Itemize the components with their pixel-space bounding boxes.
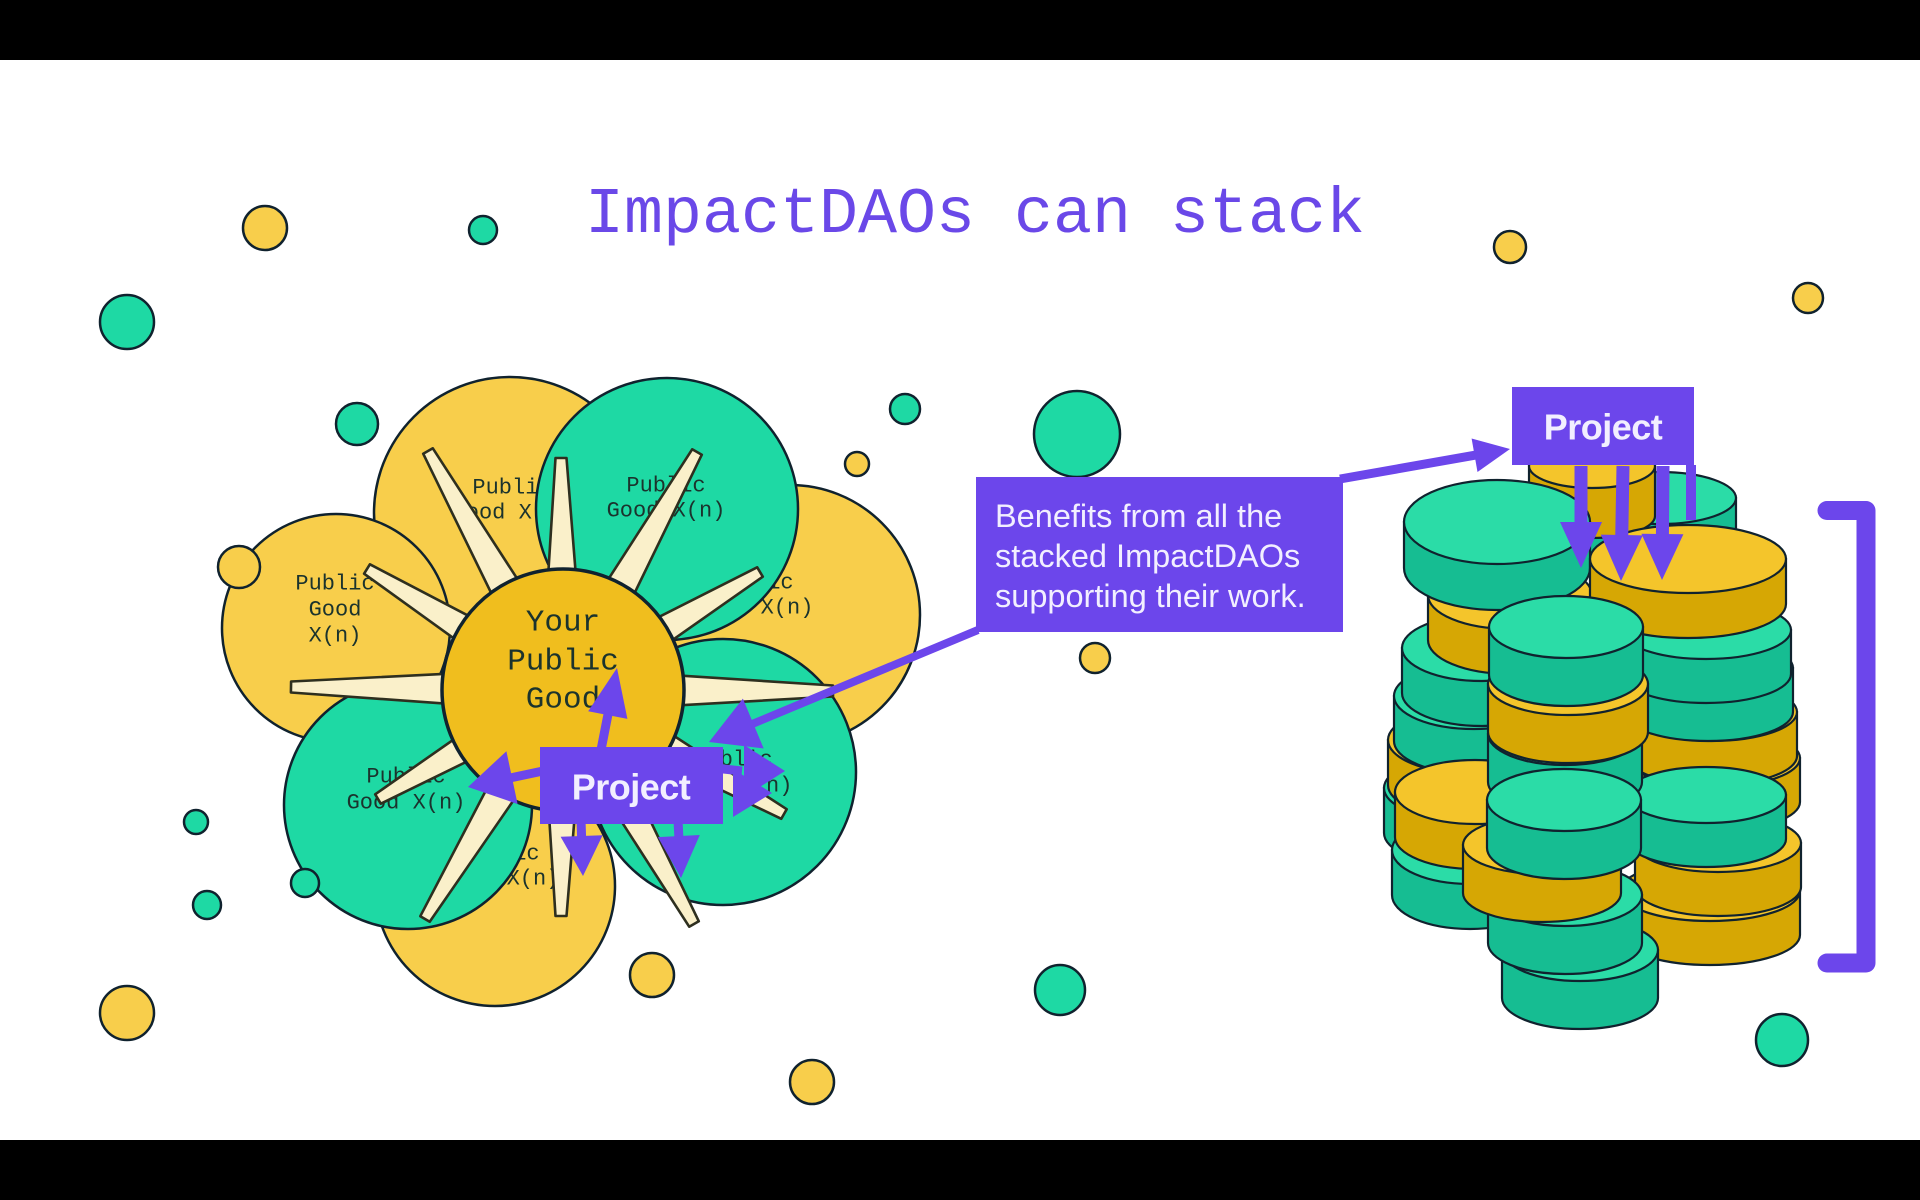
svg-text:Public: Public xyxy=(295,572,374,597)
svg-text:Benefits from all the: Benefits from all the xyxy=(995,498,1282,534)
svg-text:Public: Public xyxy=(507,645,619,680)
svg-text:Good X(n): Good X(n) xyxy=(347,791,466,816)
svg-text:Good: Good xyxy=(309,598,362,623)
svg-text:Good: Good xyxy=(526,683,600,718)
svg-text:X(n): X(n) xyxy=(309,624,362,649)
svg-text:Project: Project xyxy=(572,767,691,808)
svg-text:stacked ImpactDAOs: stacked ImpactDAOs xyxy=(995,538,1300,574)
svg-text:supporting their work.: supporting their work. xyxy=(995,578,1306,614)
svg-text:Project: Project xyxy=(1544,407,1663,448)
svg-text:Your: Your xyxy=(526,606,600,641)
svg-text:ImpactDAOs can stack: ImpactDAOs can stack xyxy=(585,178,1365,252)
